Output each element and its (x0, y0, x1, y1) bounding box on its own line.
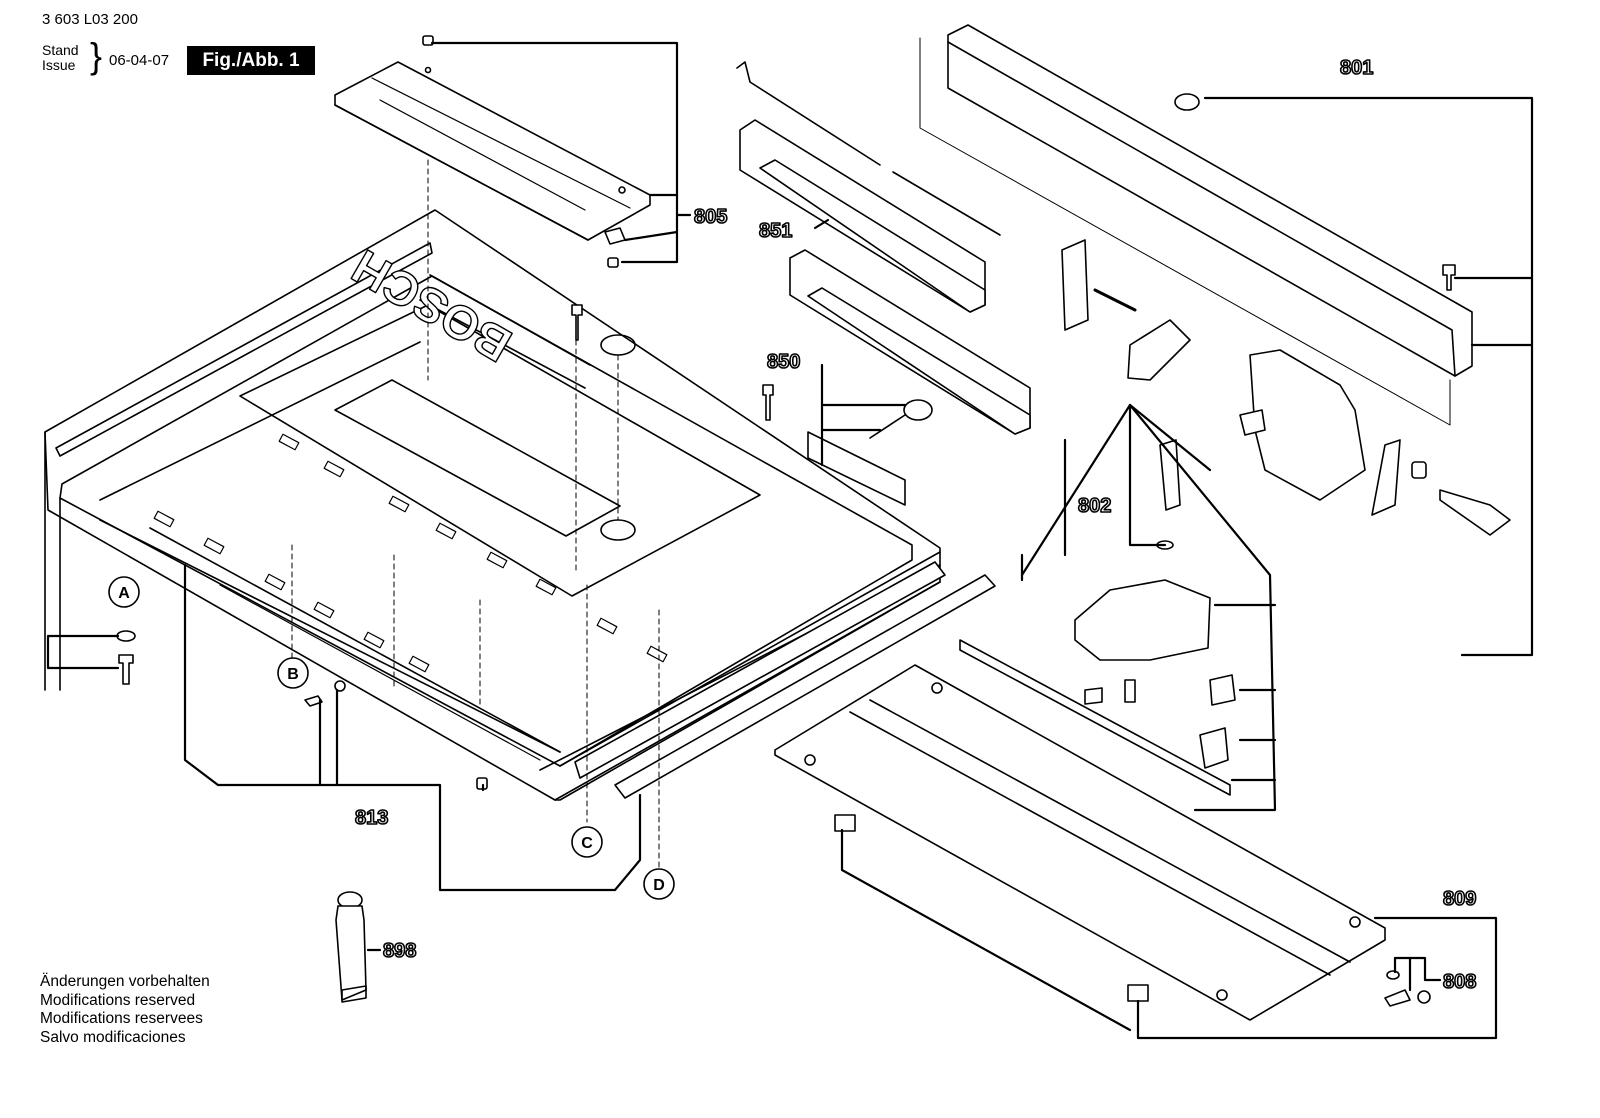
issue-date: 06-04-07 (109, 52, 170, 69)
fence-clamp-parts (1061, 239, 1511, 536)
note-en: Modifications reserved (40, 991, 196, 1009)
label-808: 808 (1443, 971, 1476, 993)
table-screws (571, 304, 774, 421)
handle-898 (335, 891, 367, 1003)
brace-glyph: } (90, 35, 103, 76)
note-de: Änderungen vorbehalten (40, 973, 210, 990)
note-es: Salvo modificaciones (40, 1028, 186, 1046)
ref-b: B (277, 657, 309, 689)
miter-gauge-802 (959, 439, 1236, 796)
svg-text:B: B (287, 666, 299, 683)
stand-issue-labels: Stand Issue (42, 43, 79, 73)
ref-d: D (643, 868, 675, 900)
rail-strip (614, 574, 996, 799)
table-top: BOSCH (44, 125, 941, 801)
callout-lines (46, 41, 1534, 1040)
label-851: 851 (759, 220, 792, 242)
label-809: 809 (1443, 888, 1476, 910)
dashed-lines (291, 159, 660, 869)
label-813: 813 (355, 807, 388, 829)
ref-a: A (108, 576, 140, 608)
ref-c: C (571, 826, 603, 858)
issue-label: Issue (42, 57, 76, 73)
label-898: 898 (383, 940, 416, 962)
label-802: 802 (1078, 495, 1111, 517)
figure-label: Fig./Abb. 1 (187, 46, 315, 75)
table-slots (153, 433, 668, 673)
document-number: 3 603 L03 200 (42, 11, 138, 28)
svg-text:A: A (118, 585, 130, 602)
svg-text:C: C (581, 835, 593, 852)
label-801: 801 (1340, 57, 1373, 79)
insert-plate-805 (334, 61, 651, 241)
fasteners-808 (1384, 970, 1431, 1007)
stand-label: Stand (42, 42, 79, 58)
label-805: 805 (694, 206, 727, 228)
note-fr: Modifications reservees (40, 1010, 203, 1027)
svg-text:D: D (653, 877, 665, 894)
knob-850 (807, 399, 933, 506)
modification-notes: Änderungen vorbehalten Modifications res… (40, 973, 210, 1047)
fence-bars (736, 61, 1031, 435)
fasteners-b (304, 680, 346, 707)
rip-fence-801 (919, 24, 1473, 426)
extension-table-809 (774, 664, 1386, 1021)
label-850: 850 (767, 351, 800, 373)
front-rail (574, 561, 946, 779)
fasteners-a (116, 630, 136, 685)
